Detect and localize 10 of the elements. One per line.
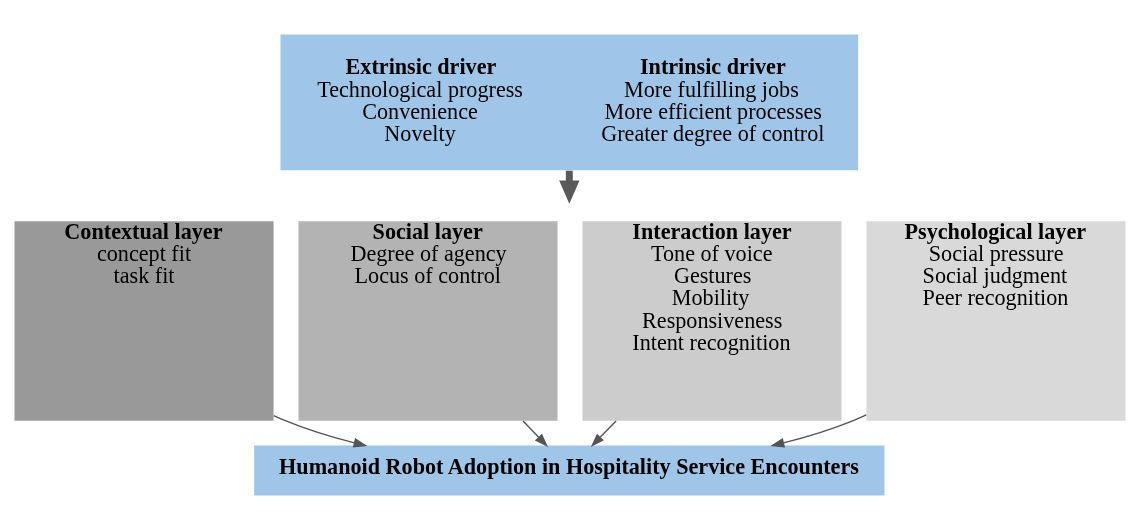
node-box: Humanoid Robot Adoption in Hospitality Service Encounters — [254, 445, 885, 496]
arrow — [522, 420, 548, 447]
arrow — [273, 414, 368, 448]
node-box: Psychological layer Social pressure Social judgment Peer recognition — [866, 221, 1126, 421]
arrow — [770, 414, 867, 448]
arrow — [590, 420, 617, 447]
node-box: Contextual layer concept fit task fit — [14, 221, 274, 421]
node-box: Interaction layer Tone of voice Gestures Mobility Responsiveness Intent recognition — [582, 221, 842, 421]
node-box: Social layer Degree of agency Locus of control — [298, 221, 558, 421]
node-box: Extrinsic driver Technological progress Convenience Novelty Intrinsic driver More fulfilling jobs More efficient processes Greater degree of control — [280, 34, 859, 171]
